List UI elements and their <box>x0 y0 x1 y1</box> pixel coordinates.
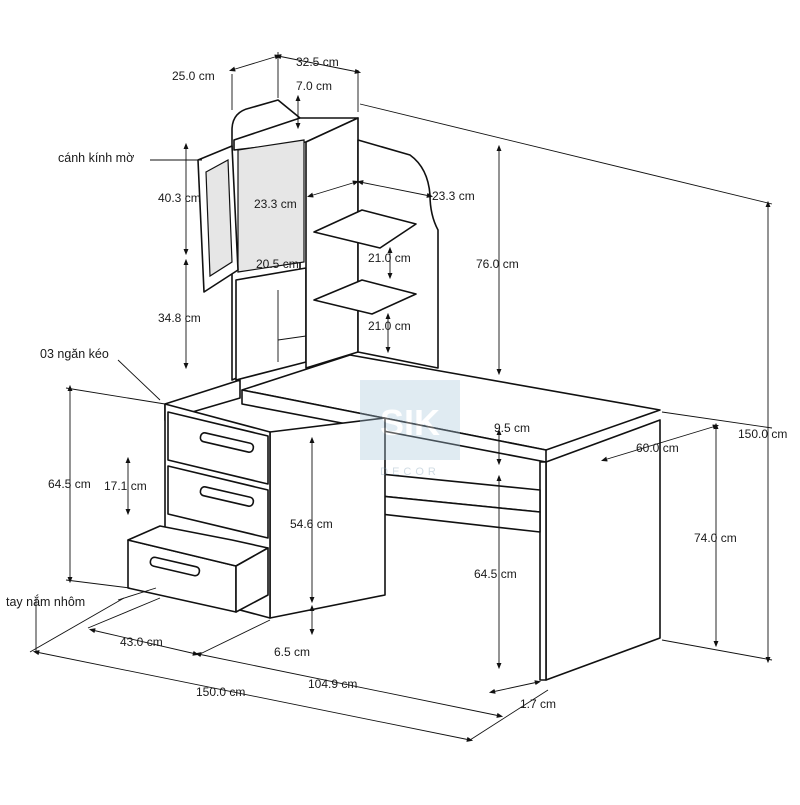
dim-shelf-gap-2: 21.0 cm <box>368 319 411 333</box>
dim-top-shelf: 7.0 cm <box>296 79 332 93</box>
watermark-text: SIK <box>380 402 440 443</box>
dim-desk-depth: 60.0 cm <box>636 441 679 455</box>
dim-leg-height: 64.5 cm <box>474 567 517 581</box>
dim-desk-height: 74.0 cm <box>694 531 737 545</box>
dim-lower-hutch: 34.8 cm <box>158 311 201 325</box>
dim-door-height: 40.3 cm <box>158 191 201 205</box>
dim-plinth: 6.5 cm <box>274 645 310 659</box>
watermark-logo: SIK DECOR <box>360 380 460 478</box>
dim-total-width: 150.0 cm <box>196 685 245 699</box>
label-glass-door: cánh kính mờ <box>58 151 134 165</box>
dim-panel-thickness: 1.7 cm <box>520 697 556 711</box>
dim-shelf-gap-1: 21.0 cm <box>368 251 411 265</box>
watermark-subtext: DECOR <box>380 466 440 478</box>
dim-drawer-cabinet-height: 64.5 cm <box>48 477 91 491</box>
dim-hutch-height: 76.0 cm <box>476 257 519 271</box>
dim-top-left-depth: 25.0 cm <box>172 69 215 83</box>
label-handle: tay nắm nhôm <box>6 594 85 609</box>
dimension-lines <box>29 52 773 742</box>
dim-drawer-height: 17.1 cm <box>104 479 147 493</box>
dim-cabinet-inner: 54.6 cm <box>290 517 333 531</box>
labels: 25.0 cm 32.5 cm 7.0 cm cánh kính mờ 40.3… <box>6 55 787 711</box>
hutch <box>197 99 439 381</box>
dim-shelf-width-left: 23.3 cm <box>254 197 297 211</box>
dim-shelf-width-right: 23.3 cm <box>432 189 475 203</box>
dim-total-height: 150.0 cm <box>738 427 787 441</box>
dim-desk-width: 104.9 cm <box>308 677 357 691</box>
dim-top-width: 32.5 cm <box>296 55 339 69</box>
label-drawers: 03 ngăn kéo <box>40 347 109 361</box>
desk-body <box>127 354 661 681</box>
dim-inner-depth: 20.5 cm <box>256 257 299 271</box>
dim-cabinet-width: 43.0 cm <box>120 635 163 649</box>
dim-apron: 9.5 cm <box>494 421 530 435</box>
